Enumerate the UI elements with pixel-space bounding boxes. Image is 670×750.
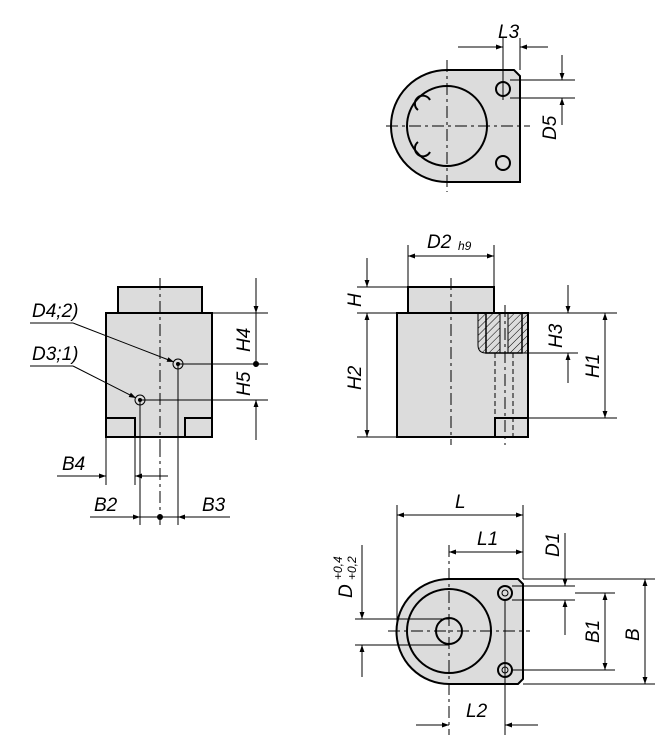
- dim-label-B: B: [623, 628, 644, 641]
- dim-label-D2: D2: [427, 232, 452, 253]
- body: [396, 312, 529, 438]
- dim-tolerance-h9: h9: [458, 239, 472, 253]
- dim-label-D1: D1: [543, 533, 564, 557]
- dim-label-H5: H5: [234, 371, 255, 396]
- base-slots: [106, 417, 212, 437]
- mounting-hole: [495, 155, 511, 171]
- ring-slot: [413, 94, 431, 111]
- dim-tolerance-lower: +0,2: [345, 556, 359, 580]
- bottom-view: L L1 L2 D +0,4 +0,2 D1 B1 B: [331, 492, 655, 735]
- dim-label-H3: H3: [546, 323, 567, 348]
- dim-label-L1: L1: [477, 529, 498, 550]
- dim-label-D5: D5: [540, 115, 561, 140]
- left-side-view: D4;2) D3;1) H4 H5 B4 B2 B3: [30, 278, 268, 525]
- dim-label-L: L: [455, 492, 466, 513]
- dim-label-H: H: [345, 293, 366, 307]
- dim-label-D: D: [336, 584, 357, 598]
- ring-slot: [413, 141, 431, 158]
- counterbore: [485, 312, 523, 354]
- dim-label-B3: B3: [202, 495, 226, 516]
- dim-label-L3: L3: [498, 22, 520, 43]
- dim-label-H2: H2: [345, 365, 366, 390]
- section-hatch: [507, 312, 529, 354]
- dim-tolerance-upper: +0,4: [331, 556, 345, 580]
- right-side-view: D2 h9 H H2 H3 H1: [345, 232, 617, 445]
- top-view: L3 D5: [386, 22, 575, 192]
- body: [105, 312, 213, 438]
- dim-label-H4: H4: [234, 328, 255, 352]
- dim-label-B1: B1: [583, 620, 604, 643]
- dim-label-D4: D4;2): [32, 301, 78, 322]
- section-hatch: [477, 312, 501, 354]
- dim-label-H1: H1: [583, 354, 604, 378]
- dim-label-B4: B4: [62, 454, 85, 475]
- dim-label-D3: D3;1): [32, 344, 78, 365]
- dim-label-B2: B2: [94, 495, 118, 516]
- dim-label-L2: L2: [466, 701, 488, 722]
